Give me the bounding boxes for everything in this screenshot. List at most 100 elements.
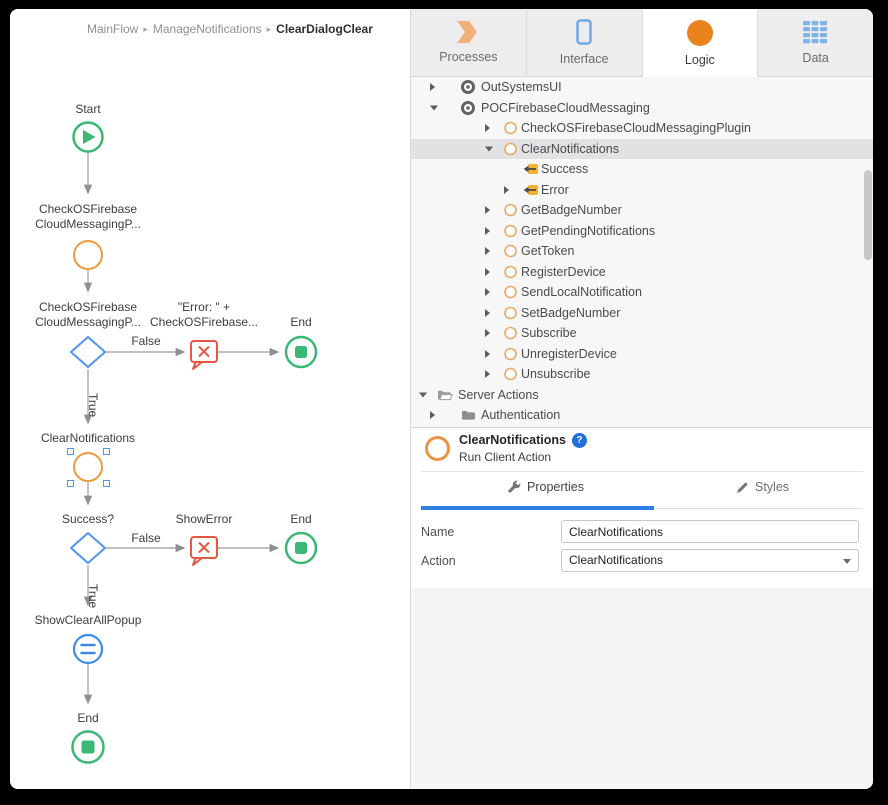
- show-error-label: ShowError: [175, 512, 233, 526]
- tab-interface[interactable]: Interface: [526, 9, 643, 77]
- check-plugin-if-node[interactable]: [70, 336, 106, 368]
- message-tail: [192, 360, 203, 370]
- action-icon: [504, 347, 517, 361]
- start-node[interactable]: [72, 121, 104, 153]
- expander-icon[interactable]: [485, 288, 490, 297]
- breadcrumb-managenotifications[interactable]: ManageNotifications: [152, 22, 262, 36]
- tree-item-getbadgenumber[interactable]: GetBadgeNumber: [411, 200, 873, 221]
- tree-item-setbadgenumber[interactable]: SetBadgeNumber: [411, 303, 873, 324]
- tab-data[interactable]: Data: [758, 9, 873, 77]
- tab-styles[interactable]: Styles: [736, 480, 789, 494]
- selection-handle[interactable]: [102, 479, 110, 487]
- expander-icon[interactable]: [504, 185, 509, 194]
- expander-icon[interactable]: [485, 329, 490, 338]
- expander-icon[interactable]: [485, 247, 490, 256]
- false-branch-label: False: [131, 334, 161, 348]
- tree-item-clearnotifications[interactable]: ClearNotifications: [411, 138, 873, 159]
- show-clear-all-popup-node[interactable]: [72, 633, 104, 665]
- selection-handle[interactable]: [66, 479, 74, 487]
- expander-icon[interactable]: [485, 146, 493, 152]
- tab-data-label: Data: [802, 50, 829, 65]
- expander-icon[interactable]: [419, 392, 427, 398]
- tree-item-label: Success: [541, 162, 589, 177]
- tree-item-registerdevice[interactable]: RegisterDevice: [411, 262, 873, 283]
- message-tail: [192, 556, 203, 566]
- name-field-label: Name: [421, 525, 455, 539]
- tree-item-unsubscribe[interactable]: Unsubscribe: [411, 364, 873, 385]
- flow-canvas[interactable]: MainFlow▸ManageNotifications▸ClearDialog…: [10, 9, 410, 789]
- tree-item-label: POCFirebaseCloudMessaging: [481, 100, 650, 115]
- expander-icon[interactable]: [485, 226, 490, 235]
- tab-processes[interactable]: Processes: [411, 9, 527, 77]
- tree-item-outsystemsui[interactable]: OutSystemsUI: [411, 77, 873, 98]
- stop-icon: [295, 346, 307, 358]
- expander-icon[interactable]: [485, 206, 490, 215]
- expander-icon[interactable]: [485, 370, 490, 379]
- divider: [421, 471, 863, 472]
- stop-icon: [295, 542, 307, 554]
- action-icon: [504, 121, 517, 135]
- action-icon: [504, 285, 517, 299]
- tree-item-subscribe[interactable]: Subscribe: [411, 323, 873, 344]
- tree-item-getpendingnotifications[interactable]: GetPendingNotifications: [411, 221, 873, 242]
- tab-logic[interactable]: Logic: [642, 9, 759, 77]
- popup-icon: [80, 643, 96, 655]
- end-node-1[interactable]: [284, 335, 318, 369]
- expander-icon[interactable]: [485, 267, 490, 276]
- action-field-label: Action: [421, 554, 456, 568]
- action-icon: [504, 142, 517, 156]
- flow-connectors: [83, 152, 280, 705]
- success-if-node[interactable]: [70, 532, 106, 564]
- tree-item-authentication[interactable]: Authentication: [411, 405, 873, 426]
- help-badge-icon[interactable]: ?: [571, 433, 587, 448]
- tree-item-error[interactable]: Error: [411, 180, 873, 201]
- end-node-3[interactable]: [71, 730, 105, 764]
- selection-handle[interactable]: [102, 447, 110, 455]
- breadcrumb-separator-icon: ▸: [266, 24, 272, 34]
- tree-item-server-actions[interactable]: Server Actions: [411, 385, 873, 406]
- true-branch-label: True: [86, 584, 100, 609]
- tree-item-checkosfirebasecloudmessagingplugin[interactable]: CheckOSFirebaseCloudMessagingPlugin: [411, 118, 873, 139]
- tree-item-pocfirebasecloudmessaging[interactable]: POCFirebaseCloudMessaging: [411, 98, 873, 119]
- interface-icon: [576, 19, 592, 45]
- tree-item-unregisterdevice[interactable]: UnregisterDevice: [411, 344, 873, 365]
- x-icon: [198, 541, 210, 554]
- tree-scrollbar-thumb[interactable]: [864, 170, 872, 260]
- expander-icon[interactable]: [430, 411, 435, 420]
- tree-item-label: Server Actions: [458, 387, 539, 402]
- action-dropdown[interactable]: ClearNotifications: [561, 549, 859, 572]
- breadcrumb-mainflow[interactable]: MainFlow: [87, 22, 139, 36]
- stop-icon: [81, 740, 95, 754]
- action-icon: [504, 326, 517, 340]
- tree-item-success[interactable]: Success: [411, 159, 873, 180]
- clear-notifications-action-node[interactable]: [73, 452, 103, 482]
- action-icon: [504, 244, 517, 258]
- tab-properties[interactable]: Properties: [507, 480, 584, 494]
- show-error-message-node[interactable]: [190, 536, 218, 566]
- processes-icon: [457, 21, 478, 43]
- folder-icon: [461, 409, 476, 421]
- wrench-icon: [508, 480, 521, 493]
- error-message-node[interactable]: [190, 340, 218, 370]
- breadcrumb-separator-icon: ▸: [143, 24, 148, 34]
- name-field[interactable]: [561, 520, 859, 543]
- show-clear-all-popup-label: ShowClearAllPopup: [34, 613, 142, 627]
- tab-interface-label: Interface: [559, 52, 609, 66]
- expander-icon[interactable]: [485, 124, 490, 133]
- tree-item-gettoken[interactable]: GetToken: [411, 241, 873, 262]
- selection-handle[interactable]: [66, 447, 74, 455]
- tree-item-sendlocalnotification[interactable]: SendLocalNotification: [411, 282, 873, 303]
- tree-item-label: GetToken: [521, 244, 575, 259]
- expander-icon[interactable]: [430, 105, 438, 111]
- end-node-2[interactable]: [284, 531, 318, 565]
- expander-icon[interactable]: [430, 83, 435, 92]
- tab-styles-label: Styles: [755, 480, 790, 494]
- tree-item-label: Unsubscribe: [521, 367, 591, 382]
- expander-icon[interactable]: [485, 349, 490, 358]
- tree-item-label: CheckOSFirebaseCloudMessagingPlugin: [521, 121, 751, 136]
- pencil-icon: [737, 481, 748, 493]
- check-plugin-action-node[interactable]: [73, 240, 103, 270]
- expander-icon[interactable]: [485, 308, 490, 317]
- breadcrumb: MainFlow▸ManageNotifications▸ClearDialog…: [87, 22, 373, 36]
